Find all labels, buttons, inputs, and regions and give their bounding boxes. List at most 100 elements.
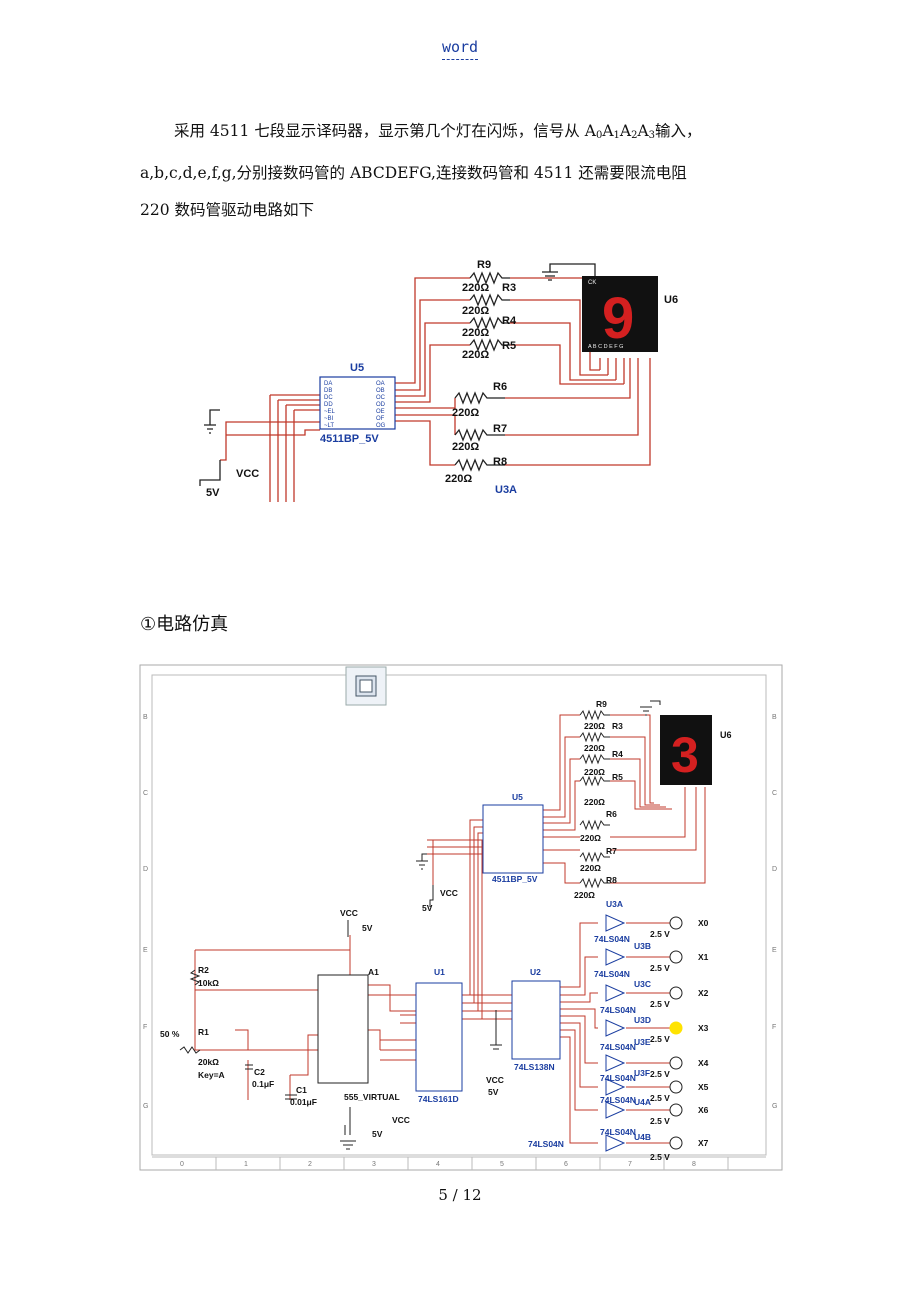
svg-text:C2: C2: [254, 1067, 265, 1077]
svg-text:220Ω: 220Ω: [462, 349, 489, 361]
svg-text:74LS04N: 74LS04N: [600, 1073, 636, 1083]
svg-text:74LS04N: 74LS04N: [600, 1005, 636, 1015]
svg-text:OF: OF: [376, 416, 385, 422]
svg-text:74LS04N: 74LS04N: [594, 934, 630, 944]
svg-text:0.01μF: 0.01μF: [290, 1097, 317, 1107]
svg-text:220Ω: 220Ω: [462, 327, 489, 339]
decoder-ref-label: U5: [350, 362, 364, 374]
svg-text:A1: A1: [368, 967, 379, 977]
svg-text:X0: X0: [698, 918, 709, 928]
svg-text:G: G: [143, 1103, 148, 1110]
svg-text:2.5 V: 2.5 V: [650, 1069, 670, 1079]
page-header: word: [0, 38, 920, 60]
svg-text:DC: DC: [324, 395, 333, 401]
header-title: word: [441, 38, 479, 60]
svg-text:~BI: ~BI: [324, 416, 334, 422]
svg-text:5V: 5V: [488, 1087, 499, 1097]
svg-text:555_VIRTUAL: 555_VIRTUAL: [344, 1092, 400, 1102]
counter-74ls161: [415, 982, 463, 1092]
figure-decoder-circuit: DA DB DC DD ~EL ~BI ~LT OA OB OC OD OE O…: [199, 259, 678, 502]
svg-text:0: 0: [180, 1161, 184, 1168]
svg-text:VCC: VCC: [486, 1075, 504, 1085]
svg-text:220Ω: 220Ω: [584, 797, 605, 807]
svg-text:74LS04N: 74LS04N: [600, 1095, 636, 1105]
intro-paragraph: 采用 4511 七段显示译码器，显示第几个灯在闪烁，信号从 A0A1A2A3输入…: [140, 113, 780, 230]
svg-text:U3A: U3A: [495, 484, 517, 496]
display-digit-3: 3: [671, 727, 699, 783]
svg-text:220Ω: 220Ω: [452, 441, 479, 453]
svg-text:R5: R5: [612, 772, 623, 782]
svg-text:3: 3: [372, 1161, 376, 1168]
svg-text:B: B: [143, 714, 148, 721]
svg-text:R6: R6: [493, 381, 507, 393]
display-ref-label: U6: [664, 294, 678, 306]
svg-text:2.5 V: 2.5 V: [650, 929, 670, 939]
svg-text:220Ω: 220Ω: [462, 282, 489, 294]
svg-text:220Ω: 220Ω: [445, 473, 472, 485]
svg-text:220Ω: 220Ω: [584, 743, 605, 753]
svg-text:R4: R4: [502, 315, 517, 327]
svg-text:2.5 V: 2.5 V: [650, 963, 670, 973]
svg-text:74LS04N: 74LS04N: [528, 1139, 564, 1149]
svg-text:X1: X1: [698, 952, 709, 962]
svg-text:~EL: ~EL: [324, 409, 336, 415]
intro-line-2: a,b,c,d,e,f,g,分别接数码管的 ABCDEFG,连接数码管和 451…: [140, 163, 687, 182]
svg-text:220Ω: 220Ω: [462, 305, 489, 317]
toolbar-panel-icon[interactable]: [345, 666, 387, 706]
svg-text:R1: R1: [198, 1027, 209, 1037]
svg-text:U3D: U3D: [634, 1015, 651, 1025]
decoder-part-label: 4511BP_5V: [320, 433, 379, 445]
svg-text:U2: U2: [530, 967, 541, 977]
svg-text:X2: X2: [698, 988, 709, 998]
svg-text:U5: U5: [512, 792, 523, 802]
svg-text:X7: X7: [698, 1138, 709, 1148]
svg-text:0.1μF: 0.1μF: [252, 1079, 274, 1089]
svg-text:74LS04N: 74LS04N: [600, 1042, 636, 1052]
svg-text:R6: R6: [606, 809, 617, 819]
svg-text:220Ω: 220Ω: [580, 863, 601, 873]
svg-text:220Ω: 220Ω: [584, 721, 605, 731]
svg-text:220Ω: 220Ω: [574, 890, 595, 900]
svg-text:6: 6: [564, 1161, 568, 1168]
svg-text:U6: U6: [720, 730, 732, 740]
svg-text:DD: DD: [324, 402, 333, 408]
svg-text:U4B: U4B: [634, 1132, 651, 1142]
svg-text:R4: R4: [612, 749, 623, 759]
svg-text:B: B: [772, 714, 777, 721]
svg-text:OC: OC: [376, 395, 386, 401]
svg-text:50 %: 50 %: [160, 1029, 180, 1039]
svg-text:220Ω: 220Ω: [580, 833, 601, 843]
section-title: ①电路仿真: [140, 614, 229, 635]
svg-text:Key=A: Key=A: [198, 1070, 225, 1080]
svg-text:D: D: [772, 866, 777, 873]
svg-text:R9: R9: [477, 259, 491, 271]
svg-text:OD: OD: [376, 402, 386, 408]
svg-text:C: C: [772, 790, 777, 797]
svg-text:5V: 5V: [422, 903, 433, 913]
svg-text:2.5 V: 2.5 V: [650, 1116, 670, 1126]
decoder-chip-u5: [319, 376, 396, 430]
seven-segment-display: [582, 276, 658, 352]
svg-text:E: E: [772, 947, 777, 954]
svg-text:VCC: VCC: [440, 888, 458, 898]
svg-text:OG: OG: [376, 423, 386, 429]
svg-text:VCC: VCC: [236, 468, 259, 480]
svg-text:OE: OE: [376, 409, 385, 415]
decoder-4511: [482, 804, 544, 874]
svg-text:R7: R7: [606, 846, 617, 856]
svg-text:8: 8: [692, 1161, 696, 1168]
svg-text:74LS138N: 74LS138N: [514, 1062, 555, 1072]
svg-text:74LS04N: 74LS04N: [600, 1127, 636, 1137]
svg-text:F: F: [143, 1024, 147, 1031]
svg-text:X5: X5: [698, 1082, 709, 1092]
svg-text:2.5 V: 2.5 V: [650, 1152, 670, 1162]
svg-text:R9: R9: [596, 699, 607, 709]
svg-text:OA: OA: [376, 381, 385, 387]
svg-text:2: 2: [308, 1161, 312, 1168]
svg-text:2.5 V: 2.5 V: [650, 999, 670, 1009]
demux-74ls138: [511, 980, 561, 1060]
svg-text:VCC: VCC: [392, 1115, 410, 1125]
seven-segment-display-u6: [660, 715, 712, 785]
svg-text:220Ω: 220Ω: [584, 767, 605, 777]
svg-text:CK: CK: [588, 280, 596, 286]
